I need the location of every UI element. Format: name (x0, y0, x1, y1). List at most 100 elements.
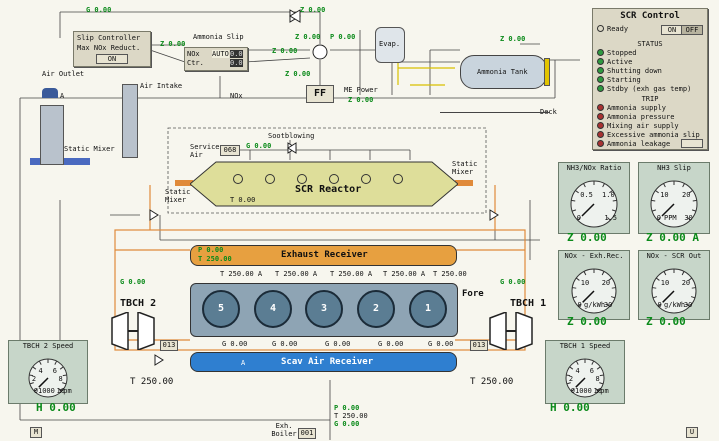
cylinder-2[interactable]: 2 (357, 290, 395, 328)
tbch2-turbocharger[interactable] (110, 312, 156, 350)
cylinder-4[interactable]: 4 (254, 290, 292, 328)
ratio-readout: Z 0.00 (567, 231, 607, 244)
scr-reactor-temp: T 0.00 (230, 196, 256, 204)
gauge-dial (651, 268, 697, 314)
exh-boiler-valve-box[interactable]: 001 (298, 428, 316, 439)
gauge-tick-label: 0 (33, 386, 38, 395)
cylinder-1[interactable]: 1 (409, 290, 447, 328)
z-readout-nox: Z 0.00 (272, 47, 298, 55)
slip-controller-title: Slip Controller (77, 34, 141, 42)
trip-item-label-1: Ammonia pressure (607, 113, 675, 121)
gauge-tick-label: 0 (577, 300, 582, 309)
ammonia-tank[interactable]: Ammonia Tank (460, 55, 547, 89)
tbch2-bypass-valve[interactable] (154, 354, 164, 366)
m-button[interactable]: M (30, 427, 42, 438)
slip-controller-panel: Slip Controller Max NOx Reduct. ON (73, 31, 151, 67)
mixer-valve-right[interactable] (489, 209, 499, 221)
ff-block[interactable]: FF (306, 85, 334, 103)
z-readout-valve: Z 0.00 (300, 6, 326, 14)
exhaust-temp-4: T 250.00 A (275, 270, 318, 278)
gauge-title: TBCH 2 Speed (22, 342, 74, 350)
scr-reactor-vessel[interactable] (190, 160, 458, 208)
p-readout-boiler: P 0.00 (334, 404, 360, 412)
status-item-label-1: Active (607, 58, 633, 66)
gauge-tick-label: 20 (601, 278, 611, 287)
exhaust-temp-5: T 250.00 A (220, 270, 263, 278)
sootblow-valve-b[interactable] (287, 142, 297, 154)
p-readout-exhaust: P 0.00 (198, 246, 224, 254)
air-intake-duct (122, 84, 138, 158)
t-readout-boiler: T 250.00 (334, 412, 368, 420)
gauge-unit: g/kWh (664, 300, 686, 309)
evaporator-vessel[interactable]: Evap. (375, 27, 405, 63)
trip-item-indicator-4 (597, 140, 604, 147)
tbch1-valve-box[interactable]: 013 (470, 340, 488, 351)
me-power-label: ME Power (344, 86, 378, 94)
gauge-tick-label: 10 (56, 386, 65, 395)
gauge-dial (571, 268, 617, 314)
cylinder-3[interactable]: 3 (305, 290, 343, 328)
trip-item-label-4: Ammonia leakage (607, 140, 671, 148)
mixer-valve-left[interactable] (149, 209, 159, 221)
gauge-tick-label: 4 (575, 366, 580, 375)
nox-controller-panel[interactable]: NOx Ctr. AUTO 0.0 0.0 (184, 47, 248, 71)
p-readout-top: P 0.00 (330, 33, 356, 41)
gauge-tick-label: 30 (684, 214, 693, 223)
gauge-needle (581, 203, 595, 217)
gauge-dial (650, 180, 698, 228)
exhaust-receiver[interactable]: Exhaust Receiver (190, 245, 457, 266)
status-item-3: Starting (597, 76, 641, 84)
ammonia-slip-label: Ammonia Slip (193, 33, 244, 41)
trip-reset-button[interactable] (681, 139, 703, 148)
air-outlet-fan[interactable] (42, 88, 58, 98)
gauge-tick-label: 8 (595, 375, 600, 384)
status-item-label-2: Shutting down (607, 67, 662, 75)
gauge-tick-label: 10 (580, 278, 590, 287)
scav-temp-left: T 250.00 (130, 377, 174, 387)
exh-boiler-label: Exh. Boiler (271, 422, 297, 438)
trip-item-label-3: Excessive ammonia slip (607, 131, 700, 139)
scr-control-title: SCR Control (620, 11, 680, 21)
trip-item-label-0: Ammonia supply (607, 104, 667, 112)
nox-small-label: NOx (230, 92, 243, 100)
tbch1-turbocharger[interactable] (488, 312, 534, 350)
air-intake-label: Air Intake (140, 82, 183, 90)
gauge-tick-label: 6 (52, 366, 57, 375)
service-air-valve-box[interactable]: 068 (220, 145, 240, 156)
fore-label: Fore (462, 289, 484, 299)
gauge-needle (582, 290, 595, 303)
cylinder-5[interactable]: 5 (202, 290, 240, 328)
slip-readout: Z 0.00 A (646, 231, 699, 244)
air-outlet-label: Air Outlet (42, 70, 85, 78)
static-mixer-label-mid: Static Mixer (165, 188, 191, 204)
tbch2-valve-box[interactable]: 013 (160, 340, 178, 351)
slip-controller-on-button[interactable]: ON (96, 54, 128, 64)
valve-top-1b[interactable] (289, 9, 301, 23)
sootblower-nozzles (233, 174, 423, 184)
tbch2-readout: H 0.00 (36, 401, 76, 414)
gauge-needle (575, 377, 586, 388)
gauge-dial (565, 358, 605, 398)
scav-temp-right: T 250.00 (470, 377, 514, 387)
g-readout-soot: G 0.00 (246, 142, 272, 150)
scav-air-receiver[interactable]: Scav Air Receiver A (190, 352, 457, 372)
gauge-tick-label: 8 (58, 375, 63, 384)
gauge-tick-label: 30 (683, 300, 693, 309)
u-button[interactable]: U (686, 427, 698, 438)
gauge-tick-label: 0.5 (580, 191, 593, 200)
gauge-unit: PPM (664, 214, 677, 223)
nox-ctr-value-1: 0.0 (230, 50, 243, 58)
tank-level-gauge (544, 58, 550, 86)
nox-ctr-label: NOx (187, 50, 200, 58)
gauge-title: NOx - Exh.Rec. (564, 252, 624, 260)
scr-off-button[interactable]: OFF (681, 25, 703, 35)
status-item-4: Stdby (exh gas temp) (597, 85, 691, 93)
gauge-title: NH3/NOx Ratio (566, 164, 622, 172)
status-item-1: Active (597, 58, 632, 66)
trip-item-0: Ammonia supply (597, 104, 666, 112)
